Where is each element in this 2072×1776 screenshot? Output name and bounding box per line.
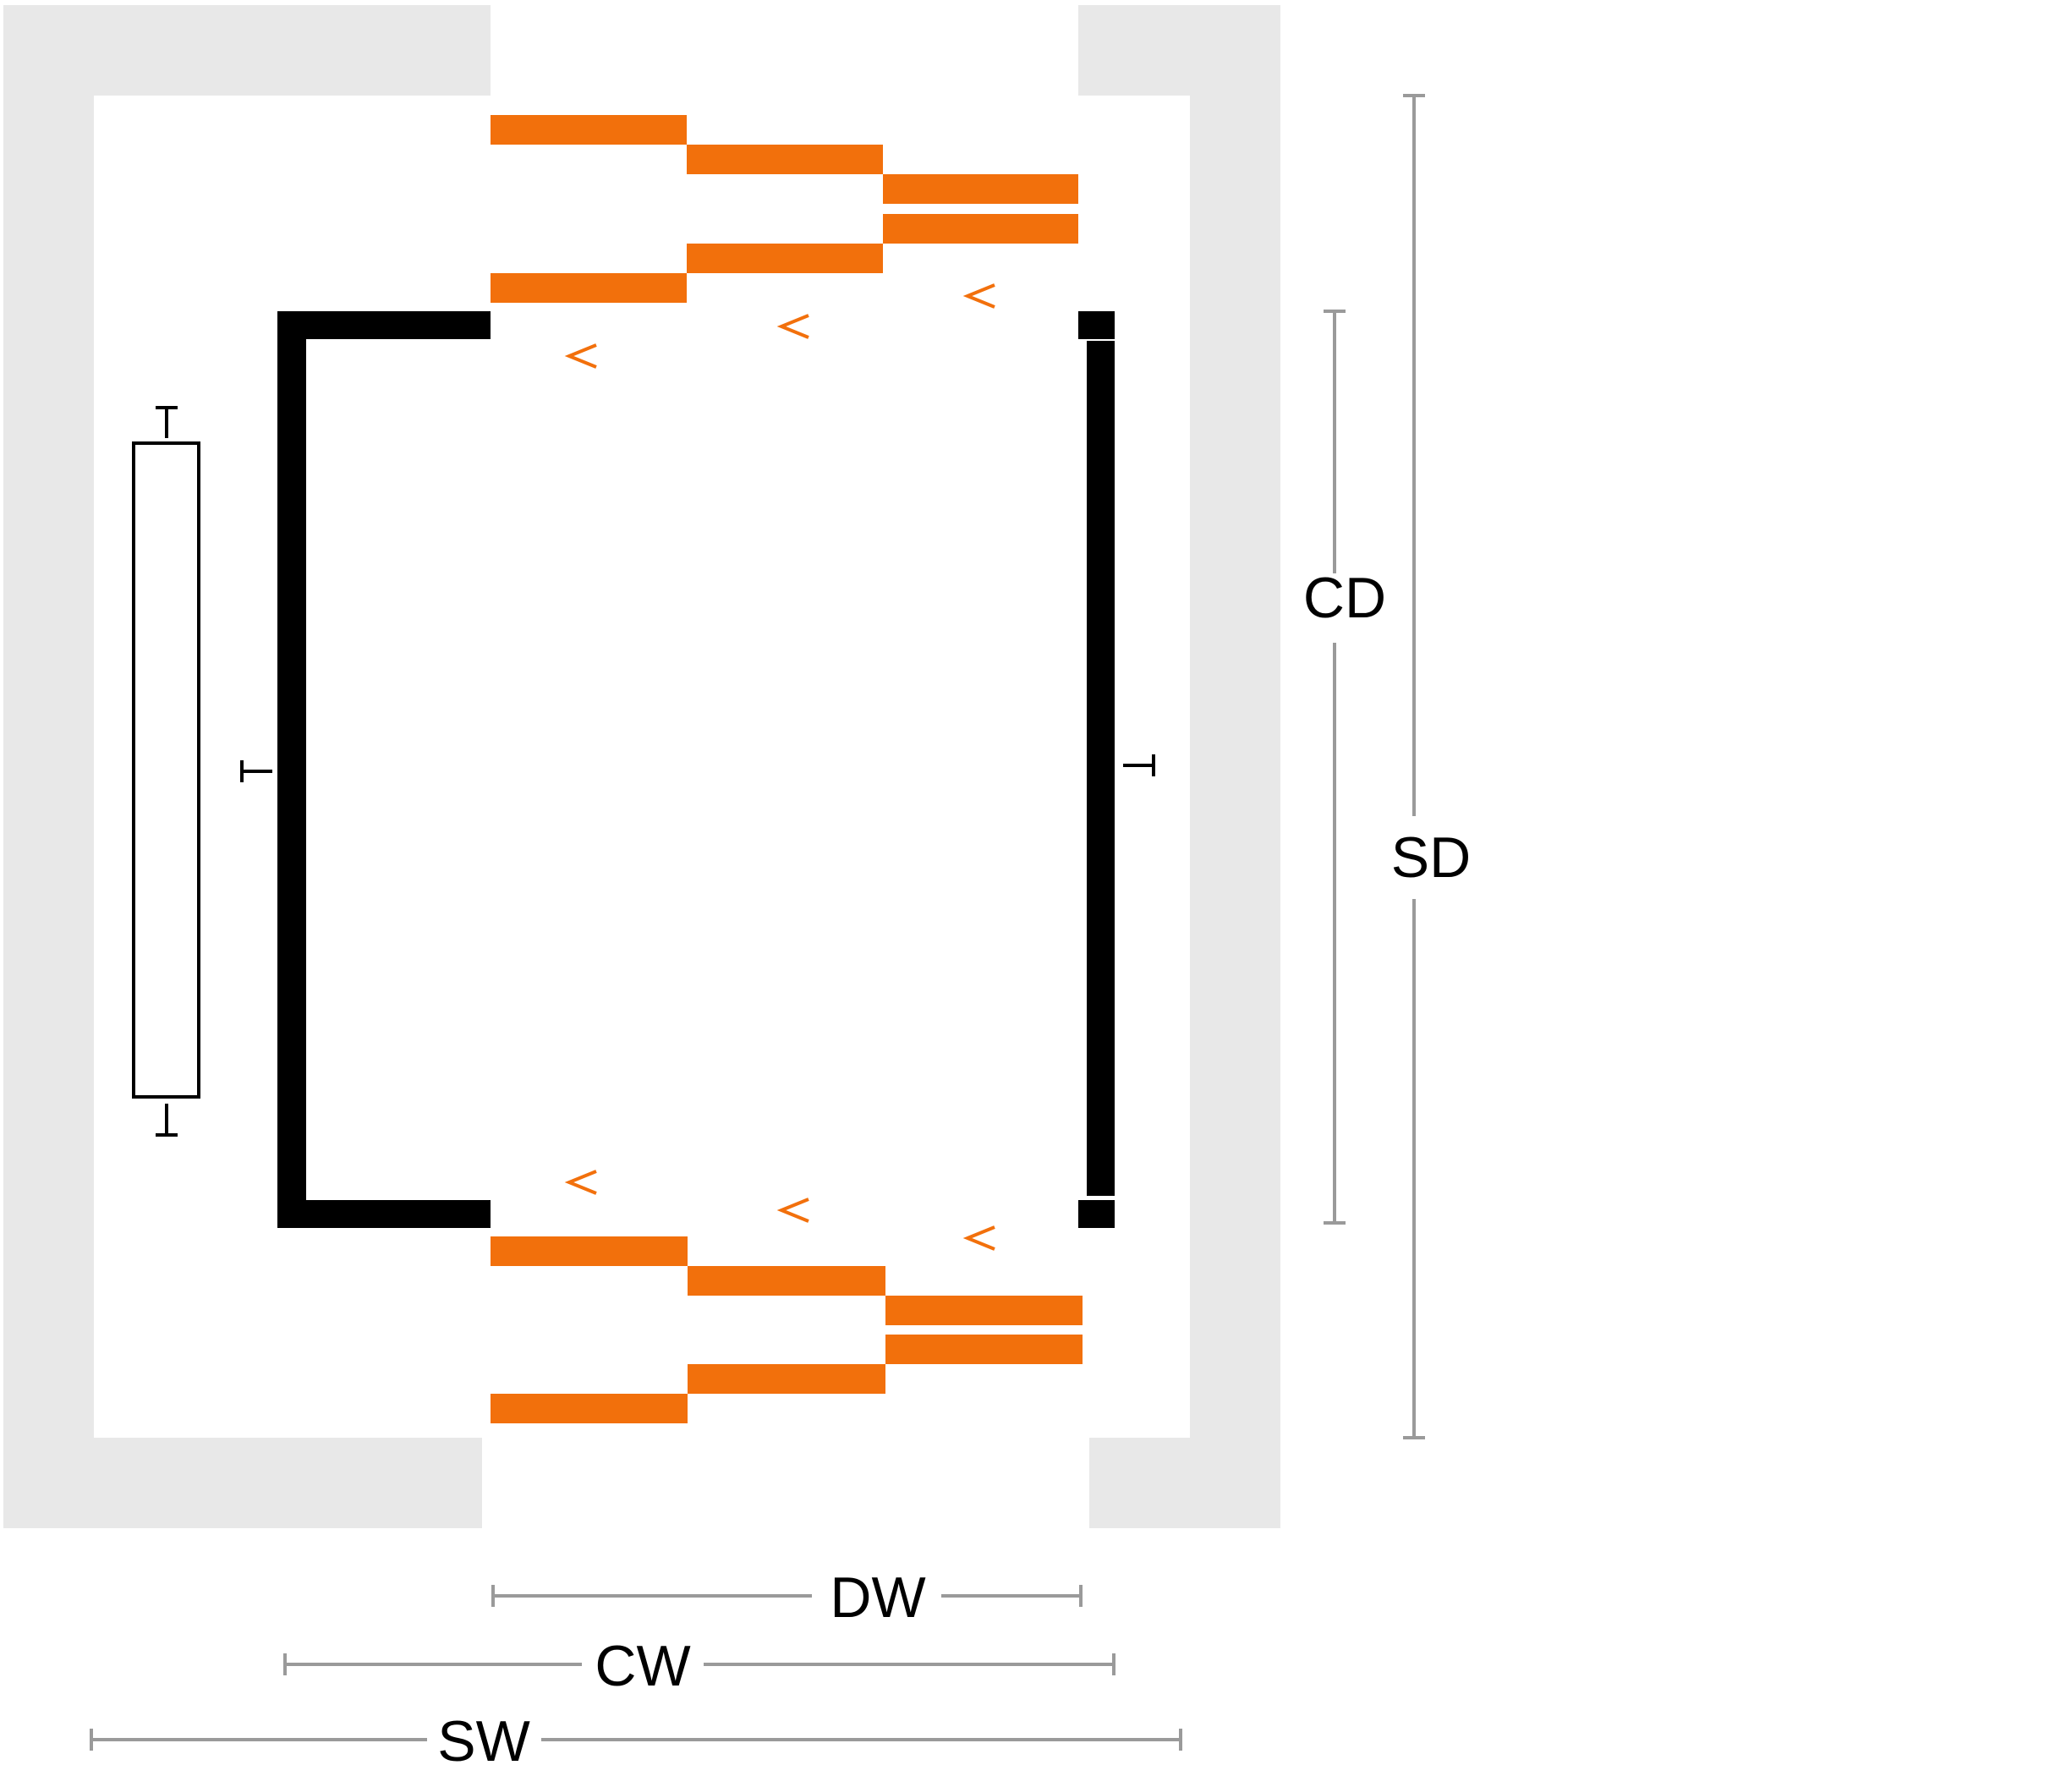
door-direction-chevrons — [564, 283, 995, 1251]
shaft-wall-left — [3, 5, 491, 1528]
car-right-jamb-bottom — [1078, 1200, 1115, 1228]
dimension-label-cw: CW — [595, 1634, 690, 1698]
car-left-wall — [277, 311, 306, 1228]
dimension-label-cd: CD — [1303, 566, 1386, 630]
dimension-label-sw: SW — [437, 1709, 530, 1773]
elevator-car — [277, 311, 1115, 1228]
chevron-left-icon — [962, 1225, 995, 1251]
dimension-label-dw: DW — [830, 1565, 925, 1630]
door-panel — [688, 1364, 885, 1394]
door-panel — [883, 214, 1078, 244]
door-panel — [885, 1296, 1083, 1325]
door-panel — [491, 1394, 688, 1423]
chevron-left-icon — [776, 1198, 809, 1223]
car-doors-bottom — [491, 1236, 1083, 1325]
door-panel — [491, 115, 687, 145]
door-panel — [688, 1266, 885, 1296]
door-panel — [687, 145, 883, 174]
door-panel — [687, 244, 883, 273]
car-doors-top — [491, 214, 1078, 303]
chevron-left-icon — [776, 314, 809, 339]
dimension-label-sd: SD — [1391, 825, 1471, 890]
dimension-cw — [283, 1653, 1115, 1675]
counterweight-rect — [132, 441, 200, 1099]
dimension-dw — [491, 1585, 1083, 1607]
car-rail-left-symbol — [240, 760, 272, 782]
chevron-left-icon — [962, 283, 995, 309]
car-bottom-wall — [277, 1200, 491, 1228]
shaft-walls — [3, 5, 1280, 1528]
car-top-wall — [277, 311, 491, 339]
car-right-jamb-top — [1078, 311, 1115, 339]
door-panel — [491, 1236, 688, 1266]
shaft-wall-right — [1078, 5, 1280, 1528]
chevron-left-icon — [564, 1170, 597, 1195]
dimension-sw — [90, 1729, 1182, 1751]
landing-doors-bottom — [491, 1335, 1083, 1423]
door-panel — [883, 174, 1078, 204]
counterweight — [132, 406, 200, 1137]
car-right-wall — [1087, 341, 1115, 1196]
dimension-cd — [1324, 310, 1346, 1225]
counterweight-top-rail-symbol — [156, 406, 178, 438]
dimension-sd — [1403, 94, 1425, 1439]
landing-doors-top — [491, 115, 1078, 204]
car-rail-right-symbol — [1123, 754, 1155, 776]
door-panel — [491, 273, 687, 303]
counterweight-bottom-rail-symbol — [156, 1104, 178, 1137]
door-panel — [885, 1335, 1083, 1364]
chevron-left-icon — [564, 343, 597, 369]
